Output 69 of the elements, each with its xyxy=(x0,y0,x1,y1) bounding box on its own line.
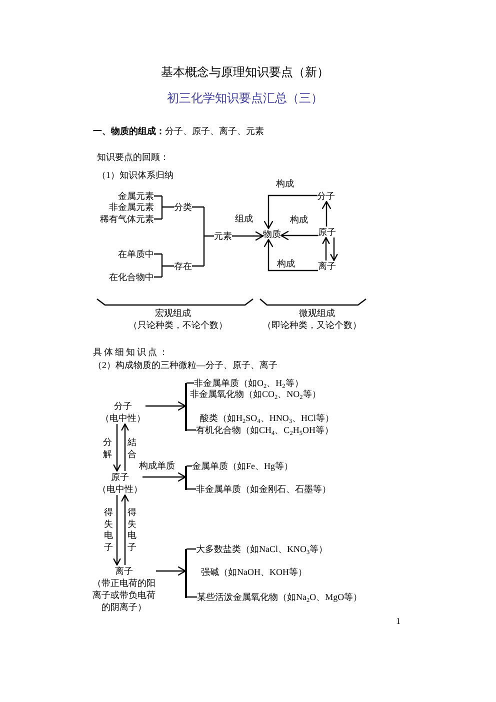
arrow xyxy=(156,566,186,576)
arrow xyxy=(264,194,317,230)
section-heading: 一、物质的组成：分子、原子、离子、元素 xyxy=(93,126,264,136)
charge-note: （电中性） xyxy=(100,412,146,424)
subsection-heading: （1）知识体系归纳 xyxy=(97,170,174,180)
example-text: 金属单质（如Fe、Hg等） xyxy=(192,460,293,472)
concept-label: 在化合物中 xyxy=(109,272,154,282)
example-text: 非金属单质（如O$_{2}$、H$_{2}$等） xyxy=(194,378,304,388)
arrow xyxy=(330,238,338,262)
particle-name: 离子 xyxy=(114,565,134,577)
concept-label: 在单质中 xyxy=(118,248,154,260)
concept-label: 物质 xyxy=(263,228,281,240)
concept-label: 稀有气体元素 xyxy=(100,214,154,224)
edge-label: 結合 xyxy=(128,436,136,460)
arrow xyxy=(232,231,264,241)
arrow xyxy=(280,230,318,240)
bracket-stub xyxy=(186,596,197,598)
group-note: （即论种类，又论个数） xyxy=(262,320,362,330)
intro-text: 知识要点的回顾： xyxy=(97,152,169,162)
bracket-stub xyxy=(186,488,196,490)
page-title: 基本概念与原理知识要点（新） xyxy=(161,65,329,79)
particle-name: 原子 xyxy=(110,471,130,483)
concept-label: 分子 xyxy=(317,190,335,202)
arrow xyxy=(146,401,186,411)
bracket-connector xyxy=(153,253,175,278)
group-caption: 微观组成 xyxy=(299,308,335,318)
example-text: 有机化合物（如CH$_{4}$、C$_{2}$H$_{5}$OH等） xyxy=(196,424,334,436)
group-caption: 宏观组成 xyxy=(155,308,191,318)
concept-label: 分类 xyxy=(174,202,192,212)
group-note: （只论种类，不论个数） xyxy=(128,320,228,330)
particle-name: 分子 xyxy=(113,400,133,412)
concept-label: 非金属元素 xyxy=(109,202,154,213)
arrow xyxy=(322,236,330,260)
edge-label: 分解 xyxy=(103,436,112,460)
arrow xyxy=(264,238,318,272)
example-text: 某些活泼金属氧化物（如Na$_{2}$O、MgO等） xyxy=(197,592,362,602)
example-text: 大多数盐类（如NaCl、KNO$_{3}$等） xyxy=(196,544,328,554)
arrow xyxy=(322,200,332,226)
concept-label: 存在 xyxy=(174,260,192,272)
arrow xyxy=(142,472,186,482)
edge-label: 构成 xyxy=(290,214,308,226)
concept-label: 金属元素 xyxy=(118,190,154,202)
arrow xyxy=(121,423,129,471)
example-text: 非金属单质（如金刚石、石墨等） xyxy=(196,484,331,494)
arrow xyxy=(113,495,121,566)
example-text: 酸类（如H$_{2}$SO$_{4}$、HNO$_{3}$、HCl等） xyxy=(200,412,334,424)
edge-label: 构成单质 xyxy=(139,460,175,472)
subsection-heading: （2）构成物质的三种微粒—分子、原子、离子 xyxy=(93,360,278,370)
bracket-connector xyxy=(191,206,215,267)
edge-label: 构成 xyxy=(276,178,294,190)
concept-label: 离子 xyxy=(318,260,336,272)
arrow xyxy=(121,494,129,565)
edge-label: 得失电子 xyxy=(104,507,113,553)
edge-label: 构成 xyxy=(277,258,295,270)
bracket-stub xyxy=(186,548,196,550)
charge-note: （电中性） xyxy=(98,483,142,495)
example-text: 非金属氧化物（如CO$_{2}$、NO$_{2}$等） xyxy=(190,389,321,400)
bracket-stub xyxy=(186,429,196,431)
arrow xyxy=(113,424,121,472)
example-text: 强碱（如NaOH、KOH等） xyxy=(201,566,307,578)
edge-label: 得失电子 xyxy=(128,507,136,553)
page-number: 1 xyxy=(396,616,400,626)
subtitle: 初三化学知识要点汇总（三） xyxy=(167,91,323,105)
concept-label: 元素 xyxy=(214,230,232,242)
bracket-connector xyxy=(153,195,175,220)
edge-label: 组成 xyxy=(235,214,253,224)
intro-text: 具体细知识点： xyxy=(93,346,170,358)
concept-label: 原子 xyxy=(318,226,336,238)
charge-note: （带正电荷的阳离子或带负电荷的阴离子） xyxy=(92,577,156,613)
